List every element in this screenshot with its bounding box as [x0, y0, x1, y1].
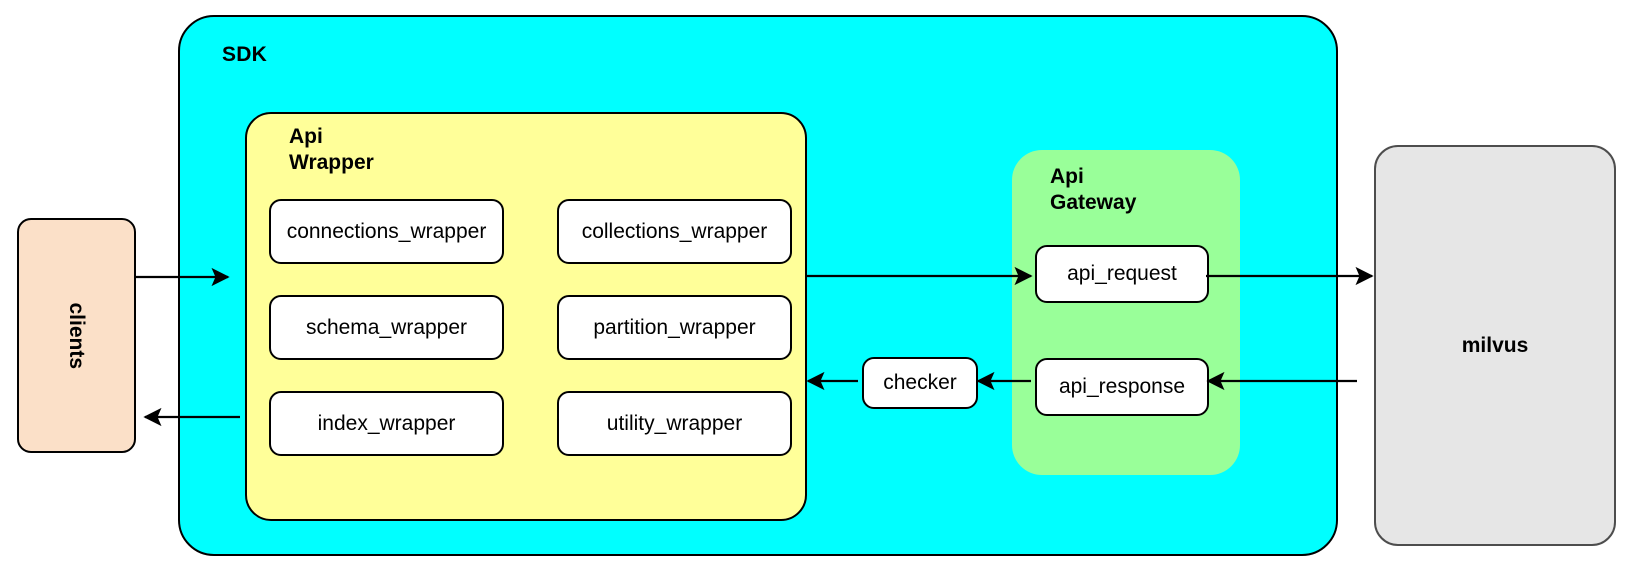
module-index-wrapper[interactable]: index_wrapper — [269, 391, 504, 456]
module-schema-wrapper[interactable]: schema_wrapper — [269, 295, 504, 360]
module-utility-wrapper[interactable]: utility_wrapper — [557, 391, 792, 456]
module-collections-wrapper[interactable]: collections_wrapper — [557, 199, 792, 264]
module-label: utility_wrapper — [606, 411, 743, 435]
checker-label: checker — [883, 371, 957, 395]
api-request-label: api_request — [1067, 262, 1177, 286]
api-gateway-title-line1: Api — [1050, 165, 1084, 188]
module-partition-wrapper[interactable]: partition_wrapper — [557, 295, 792, 360]
module-connections-wrapper[interactable]: connections_wrapper — [269, 199, 504, 264]
api-gateway-title-line2: Gateway — [1050, 191, 1137, 215]
module-label: schema_wrapper — [305, 315, 468, 339]
milvus-label: milvus — [1461, 333, 1529, 357]
sdk-title: SDK — [222, 43, 267, 66]
api-gateway-title: Api Gateway — [1050, 164, 1200, 216]
checker-node[interactable]: checker — [862, 357, 978, 409]
api-wrapper-title: Api Wrapper — [289, 124, 429, 176]
module-label: index_wrapper — [317, 411, 456, 435]
module-label: partition_wrapper — [593, 315, 756, 339]
module-label: connections_wrapper — [286, 219, 487, 243]
milvus-node[interactable]: milvus — [1374, 145, 1616, 546]
api-request-node[interactable]: api_request — [1035, 245, 1209, 303]
clients-node[interactable]: clients — [17, 218, 136, 453]
api-wrapper-title-line1: Api — [289, 125, 323, 148]
api-gateway-container[interactable]: Api Gateway api_request api_response — [1012, 150, 1240, 475]
api-wrapper-container[interactable]: Api Wrapper connections_wrapper collecti… — [245, 112, 807, 521]
api-wrapper-title-line2: Wrapper — [289, 151, 374, 175]
api-response-label: api_response — [1058, 375, 1186, 399]
sdk-container[interactable]: SDK Api Wrapper connections_wrapper coll… — [178, 15, 1338, 556]
clients-label: clients — [65, 302, 89, 369]
module-label: collections_wrapper — [581, 219, 768, 243]
api-response-node[interactable]: api_response — [1035, 358, 1209, 416]
